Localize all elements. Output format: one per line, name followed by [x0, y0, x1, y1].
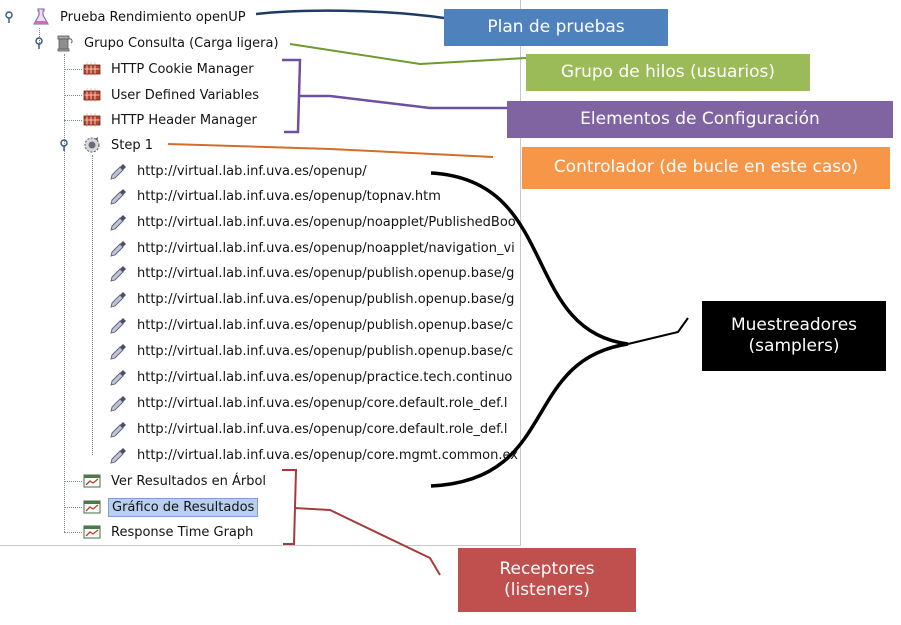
- thread-group-callout: Grupo de hilos (usuarios): [526, 54, 810, 91]
- tree-node-label: http://virtual.lab.inf.uva.es/openup/cor…: [137, 421, 508, 437]
- tree-node-sampler[interactable]: http://virtual.lab.inf.uva.es/openup/pub…: [108, 341, 516, 361]
- tree-node-sampler[interactable]: http://virtual.lab.inf.uva.es/openup/noa…: [108, 212, 519, 232]
- samplers-callout-label: Muestreadores (samplers): [730, 314, 858, 356]
- tree-node-sampler[interactable]: http://virtual.lab.inf.uva.es/openup/pub…: [108, 289, 517, 309]
- tree-node-listener[interactable]: Ver Resultados en Árbol: [82, 471, 269, 491]
- config-callout: Elementos de Configuración: [507, 101, 893, 138]
- tree-node-label: http://virtual.lab.inf.uva.es/openup/pub…: [137, 291, 515, 307]
- tree-node-sampler[interactable]: http://virtual.lab.inf.uva.es/openup/cor…: [108, 419, 511, 439]
- tree-node-label: http://virtual.lab.inf.uva.es/openup/top…: [137, 188, 441, 204]
- tree-node-label: http://virtual.lab.inf.uva.es/openup/pub…: [137, 343, 514, 359]
- pipette-icon: [108, 263, 128, 283]
- tree-node-listener[interactable]: Gráfico de Resultados: [82, 497, 259, 517]
- pipette-icon: [108, 289, 128, 309]
- tree-node-label: Response Time Graph: [111, 524, 254, 540]
- listeners-callout-label: Receptores (listeners): [499, 558, 595, 600]
- tree-node-label: http://virtual.lab.inf.uva.es/openup/cor…: [137, 395, 508, 411]
- tree-guide-line: [64, 54, 65, 532]
- tree-node-sampler[interactable]: http://virtual.lab.inf.uva.es/openup/cor…: [108, 393, 511, 413]
- plan-callout: Plan de pruebas: [444, 9, 668, 46]
- tree-node-label: http://virtual.lab.inf.uva.es/openup/cor…: [137, 447, 518, 463]
- tree-node-sampler[interactable]: http://virtual.lab.inf.uva.es/openup/cor…: [108, 445, 520, 465]
- listener-icon: [82, 522, 102, 542]
- expand-toggle-icon[interactable]: [34, 37, 44, 49]
- tree-node-label: http://virtual.lab.inf.uva.es/openup/: [137, 163, 367, 179]
- tree-node-user-defined-variables[interactable]: User Defined Variables: [82, 85, 262, 105]
- samplers-callout: Muestreadores (samplers): [702, 301, 886, 371]
- pipette-icon: [108, 315, 128, 335]
- tree-node-sampler[interactable]: http://virtual.lab.inf.uva.es/openup/pra…: [108, 367, 515, 387]
- tree-node-label: User Defined Variables: [111, 87, 259, 103]
- listeners-callout: Receptores (listeners): [458, 548, 636, 612]
- expand-toggle-icon[interactable]: [4, 11, 14, 23]
- tree-guide-line: [64, 532, 82, 533]
- tree-guide-line: [64, 120, 82, 121]
- pipette-icon: [108, 238, 128, 258]
- tree-guide-line: [64, 95, 82, 96]
- tree-node-sampler[interactable]: http://virtual.lab.inf.uva.es/openup/pub…: [108, 315, 516, 335]
- tree-node-test-plan[interactable]: Prueba Rendimiento openUP: [31, 7, 249, 27]
- tree-guide-line: [64, 481, 82, 482]
- tree-node-cookie-manager[interactable]: HTTP Cookie Manager: [82, 59, 257, 79]
- pipette-icon: [108, 186, 128, 206]
- controller-icon: [82, 135, 102, 155]
- tree-node-label: http://virtual.lab.inf.uva.es/openup/noa…: [137, 240, 515, 256]
- tree-node-label: Ver Resultados en Árbol: [111, 473, 267, 489]
- tree-node-label: http://virtual.lab.inf.uva.es/openup/pub…: [137, 265, 515, 281]
- config-icon: [82, 110, 102, 130]
- tree-node-header-manager[interactable]: HTTP Header Manager: [82, 110, 260, 130]
- config-icon: [82, 59, 102, 79]
- test-plan-tree[interactable]: Prueba Rendimiento openUP Grupo Consulta…: [0, 0, 521, 546]
- samplers-connector-line: [627, 317, 689, 345]
- listener-icon: [82, 471, 102, 491]
- pipette-icon: [108, 419, 128, 439]
- tree-node-label: Grupo Consulta (Carga ligera): [84, 35, 279, 51]
- tree-node-label: Gráfico de Resultados: [108, 497, 259, 517]
- tree-node-label: Prueba Rendimiento openUP: [60, 9, 246, 25]
- pipette-icon: [108, 445, 128, 465]
- controller-callout: Controlador (de bucle en este caso): [522, 147, 890, 189]
- tree-node-thread-group[interactable]: Grupo Consulta (Carga ligera): [55, 33, 282, 53]
- tree-node-label: HTTP Header Manager: [111, 112, 257, 128]
- flask-icon: [31, 7, 51, 27]
- tree-node-label: HTTP Cookie Manager: [111, 61, 254, 77]
- config-callout-label: Elementos de Configuración: [580, 108, 820, 129]
- tree-node-label: http://virtual.lab.inf.uva.es/openup/noa…: [137, 214, 516, 230]
- pipette-icon: [108, 212, 128, 232]
- plan-callout-label: Plan de pruebas: [487, 16, 625, 37]
- tree-node-listener[interactable]: Response Time Graph: [82, 522, 256, 542]
- tree-node-sampler[interactable]: http://virtual.lab.inf.uva.es/openup/: [108, 161, 370, 181]
- pipette-icon: [108, 161, 128, 181]
- thread-group-callout-label: Grupo de hilos (usuarios): [560, 61, 776, 82]
- listener-icon: [82, 497, 102, 517]
- tree-guide-line: [64, 69, 82, 70]
- tree-guide-line: [39, 28, 40, 45]
- tree-node-label: http://virtual.lab.inf.uva.es/openup/pra…: [137, 369, 513, 385]
- controller-callout-label: Controlador (de bucle en este caso): [553, 157, 859, 178]
- tree-node-step-controller[interactable]: Step 1: [82, 135, 156, 155]
- tree-node-label: http://virtual.lab.inf.uva.es/openup/pub…: [137, 317, 514, 333]
- tree-guide-line: [64, 507, 82, 508]
- spool-icon: [55, 33, 75, 53]
- tree-node-sampler[interactable]: http://virtual.lab.inf.uva.es/openup/top…: [108, 186, 444, 206]
- tree-node-sampler[interactable]: http://virtual.lab.inf.uva.es/openup/noa…: [108, 238, 518, 258]
- pipette-icon: [108, 393, 128, 413]
- pipette-icon: [108, 367, 128, 387]
- tree-node-sampler[interactable]: http://virtual.lab.inf.uva.es/openup/pub…: [108, 263, 517, 283]
- tree-node-label: Step 1: [111, 137, 154, 153]
- tree-guide-line: [92, 155, 93, 455]
- config-icon: [82, 85, 102, 105]
- expand-toggle-icon[interactable]: [59, 139, 69, 151]
- pipette-icon: [108, 341, 128, 361]
